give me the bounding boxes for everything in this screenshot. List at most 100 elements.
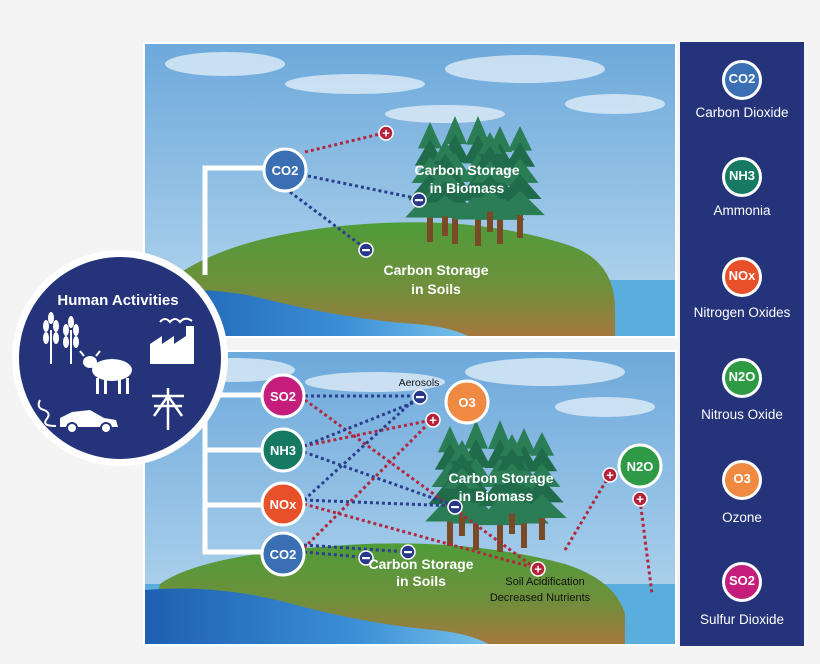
soil-acidification-label: Soil Acidification [505,576,585,588]
nox-node: NOx [260,481,306,527]
legend-formula: SO2 [728,573,755,588]
tree-foliage [438,426,462,453]
tree-foliage [530,432,554,456]
bottom-labels: Carbon Storage in Biomass Carbon Storage… [368,470,553,589]
legend-label: Sulfur Dioxide [699,612,785,627]
tree-trunk [473,513,479,550]
clouds [175,358,655,417]
tree-foliage [474,146,506,169]
top-landscape [145,44,675,336]
tree-foliage [501,158,539,183]
n2o-legend-circle [722,358,762,398]
co2-legend-circle [722,60,762,100]
co2-soil-line [289,190,363,248]
tree-foliage [500,434,524,456]
tree-foliage [443,116,467,145]
co2-label: CO2 [272,163,299,178]
legend-formula: NOx [728,268,756,283]
tree-foliage [493,462,531,485]
tree-foliage [418,122,442,149]
cow-icon [79,350,132,394]
tree-foliage [471,160,509,183]
so2-node: SO2 [260,373,306,419]
tree-foliage [478,132,502,154]
so2-legend-circle [722,562,762,602]
biomass-label-line1: Carbon Storage [448,470,553,486]
plus-icon: + [378,125,394,141]
tree-trunk [459,509,465,536]
top-co2-node: CO2 [262,147,308,193]
tree-foliage [496,448,528,471]
tree-foliage [443,467,481,489]
nh3-label: NH3 [270,443,296,458]
tree-trunk [539,509,545,540]
tree-foliage [440,481,484,503]
tree-foliage [468,175,512,198]
plus-icon: + [602,467,618,483]
minus-icon [411,192,427,208]
tree-foliage [490,477,534,500]
tree-foliage [498,174,542,200]
tree-trunk [487,204,493,232]
tree-foliage [446,453,478,475]
human-activities-title: Human Activities [57,292,178,309]
minus-icon [412,389,428,405]
svg-text:+: + [429,413,437,428]
top-labels: Carbon Storage in Biomass Carbon Storage… [383,162,519,297]
legend-formula: CO2 [728,71,756,86]
bottom-landscape [145,352,675,644]
decreased-nutrients-label: Decreased Nutrients [490,592,591,604]
legend-formula: NH3 [728,168,755,183]
tree-foliage [488,420,512,450]
tree-trunk [521,514,527,548]
soils-label-line2: in Soils [396,573,446,589]
tree-foliage [523,463,561,487]
svg-text:+: + [606,468,614,483]
tree-trunk [447,512,453,546]
tree-foliage [504,142,536,167]
plus-icon: + [530,561,546,577]
biomass-label-line2: in Biomass [459,488,534,504]
tree-trunk [452,208,458,244]
top-relations [289,132,416,248]
nox-label: NOx [270,497,298,512]
tree-foliage [520,478,564,503]
river [145,588,489,644]
tree-trunk [497,515,503,552]
tree-foliage [450,440,474,462]
factory-icon [150,317,194,364]
nox-legend-circle [722,257,762,297]
minus-icon [447,499,463,515]
forest-top [405,116,545,246]
forest-bottom [425,420,567,552]
tree-foliage [423,181,467,203]
tree-foliage [508,126,532,151]
tree-foliage [429,153,461,175]
minus-icon [400,544,416,560]
top-panel [143,42,677,338]
wheat-icon [43,312,79,364]
legend-label: Ammonia [713,203,771,218]
tree-foliage [526,447,558,472]
bottom-panel [143,350,677,646]
co2-biomass-line [307,174,416,200]
plus-icon: + [632,491,648,507]
tree-foliage [487,491,537,514]
tree-foliage [426,167,464,189]
legend-formula: O3 [733,471,751,486]
aerosols-label: Aerosols [399,377,440,389]
legend-label: Ozone [722,510,762,525]
river [145,290,468,336]
nh3-legend-circle [722,157,762,197]
tree-foliage [464,420,488,449]
o3-node: O3 [444,379,490,425]
legend-label: Nitrogen Oxides [693,305,791,320]
legend-label: Carbon Dioxide [695,105,789,120]
legend: CO2 Carbon Dioxide NH3 Ammonia NOx Nitro… [680,42,804,646]
o3-label: O3 [458,395,475,410]
plus-icon: + [425,412,441,428]
minus-icon [358,550,374,566]
tree-trunk [442,209,448,236]
tree-foliage [420,195,470,217]
minus-icon [358,242,374,258]
